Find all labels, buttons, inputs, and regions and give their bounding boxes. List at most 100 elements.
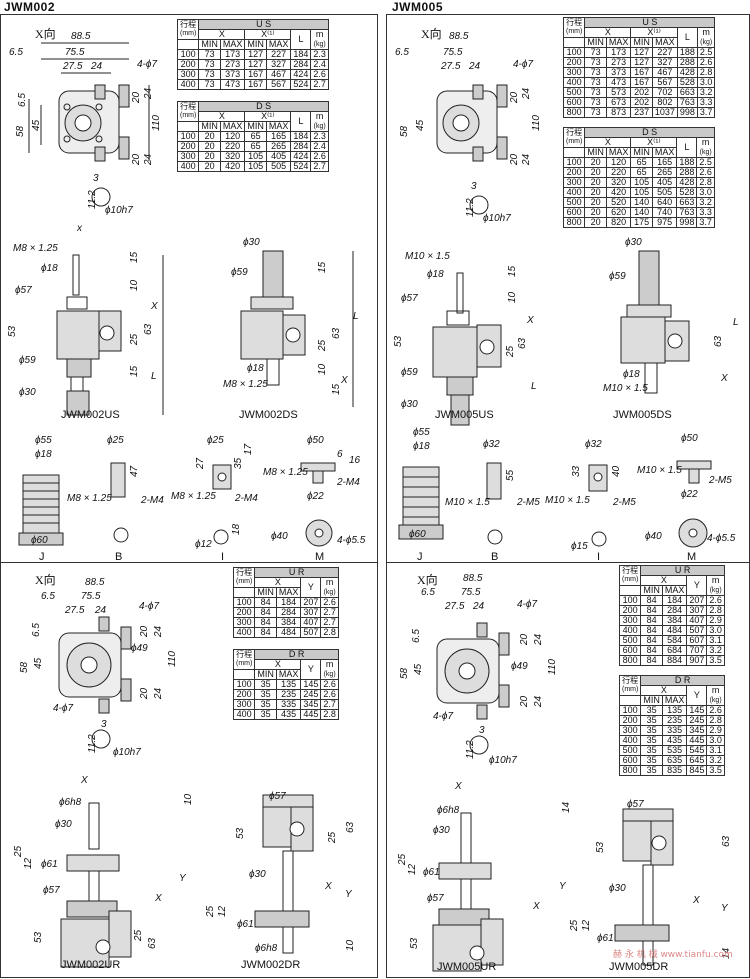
- table-cell: 835: [661, 765, 688, 776]
- table-cell: 2.7: [310, 161, 329, 172]
- table-cell: 2.6: [310, 151, 329, 162]
- table-cell: 284: [290, 59, 312, 70]
- table-cell: 873: [605, 107, 632, 118]
- dim-p6h8-dr: ϕ6h8: [255, 943, 278, 954]
- table-cell: 2.7: [310, 79, 329, 90]
- table-cell: 135: [661, 705, 688, 716]
- table-cell: 227: [651, 47, 678, 58]
- table-cell: 445: [300, 709, 322, 720]
- table-cell: 528: [676, 77, 698, 88]
- col-min: MIN: [254, 669, 277, 680]
- table-cell: 435: [275, 709, 302, 720]
- table-cell: 600: [618, 645, 642, 656]
- table-cell: 100: [232, 597, 256, 608]
- dim-holes: 4-ϕ7: [513, 59, 534, 70]
- dim-24-a: 24: [143, 87, 154, 99]
- dim-12-dr: 12: [217, 905, 228, 917]
- table-cell: 524: [290, 79, 312, 90]
- acc-i-35: 35: [233, 457, 244, 469]
- dim-20-a: 20: [139, 625, 150, 637]
- table-cell: 73: [584, 97, 607, 108]
- table-cell: 84: [640, 615, 663, 626]
- dim-p6h8: ϕ6h8: [59, 797, 82, 808]
- table-cell: 167: [244, 69, 267, 80]
- acc-b-m5: 2-M5: [517, 497, 540, 508]
- dim-75-5: 75.5: [81, 591, 101, 602]
- acc-m-m10: M10 × 1.5: [637, 465, 682, 476]
- table-cell: 200: [618, 605, 642, 616]
- table-cell: 140: [630, 197, 653, 208]
- table-cell: 300: [176, 69, 200, 80]
- table-cell: 400: [176, 161, 200, 172]
- acc-letter-j: J: [39, 551, 45, 563]
- table-cell: 20: [584, 217, 607, 228]
- table-cell: 3.2: [696, 197, 715, 208]
- dim-63-dr: 63: [345, 821, 356, 833]
- model-jwm002us: JWM002US: [61, 409, 120, 421]
- dim-58: 58: [399, 125, 410, 137]
- dim-15-a: 15: [129, 251, 140, 263]
- table-cell: 167: [630, 77, 653, 88]
- dim-p30: ϕ30: [433, 825, 450, 836]
- dim-12: 12: [407, 863, 418, 875]
- table-cell: 500: [562, 87, 586, 98]
- table-cell: 505: [265, 161, 292, 172]
- table-cell: 2.6: [320, 597, 339, 608]
- table-cell: 20: [584, 207, 607, 218]
- table-cell: 505: [651, 187, 678, 198]
- table-cell: 400: [618, 735, 642, 746]
- table-cell: 184: [661, 595, 688, 606]
- table-cell: 200: [176, 141, 200, 152]
- col-max: MAX: [275, 587, 302, 598]
- table-cell: 998: [676, 217, 698, 228]
- table-cell: 20: [584, 187, 607, 198]
- col-m: m(kg): [696, 27, 716, 48]
- table-cell: 405: [651, 177, 678, 188]
- col-max: MAX: [275, 669, 302, 680]
- col-max: MAX: [661, 585, 688, 596]
- table-head-ds: D S: [198, 101, 329, 112]
- table-cell: 20: [198, 151, 221, 162]
- dim-holes: 4-ϕ7: [137, 59, 158, 70]
- col-x1: X⁽¹⁾: [630, 27, 678, 38]
- acc-m-p40: ϕ40: [271, 531, 288, 542]
- table-cell: 702: [651, 87, 678, 98]
- dim-p57: ϕ57: [427, 893, 444, 904]
- table-cell: 65: [244, 131, 267, 142]
- dim-24-b: 24: [533, 695, 544, 707]
- table-cell: 500: [618, 745, 642, 756]
- col-stroke-blank: [618, 585, 642, 596]
- table-cell: 100: [562, 157, 586, 168]
- table-cell: 140: [630, 207, 653, 218]
- table-cell: 120: [219, 131, 246, 142]
- table-cell: 100: [176, 49, 200, 60]
- table-cell: 2.6: [696, 57, 716, 68]
- table-cell: 73: [584, 67, 607, 78]
- acc-i-33: 33: [571, 465, 582, 477]
- table-cell: 35: [640, 745, 663, 756]
- table-cell: 445: [686, 735, 708, 746]
- model-jwm005ds: JWM005DS: [613, 409, 672, 421]
- table-cell: 73: [584, 47, 607, 58]
- table-cell: 20: [198, 141, 221, 152]
- panel-jwm002-screw: X向: [0, 14, 378, 565]
- dim-45: 45: [415, 119, 426, 131]
- dim-y: Y: [179, 873, 186, 884]
- dim-m10-ds: M10 × 1.5: [603, 383, 648, 394]
- dim-holes-a: 4-ϕ7: [139, 601, 160, 612]
- table-cell: 200: [232, 689, 256, 700]
- acc-b-p32: ϕ32: [483, 439, 500, 450]
- table-cell: 3.0: [706, 735, 725, 746]
